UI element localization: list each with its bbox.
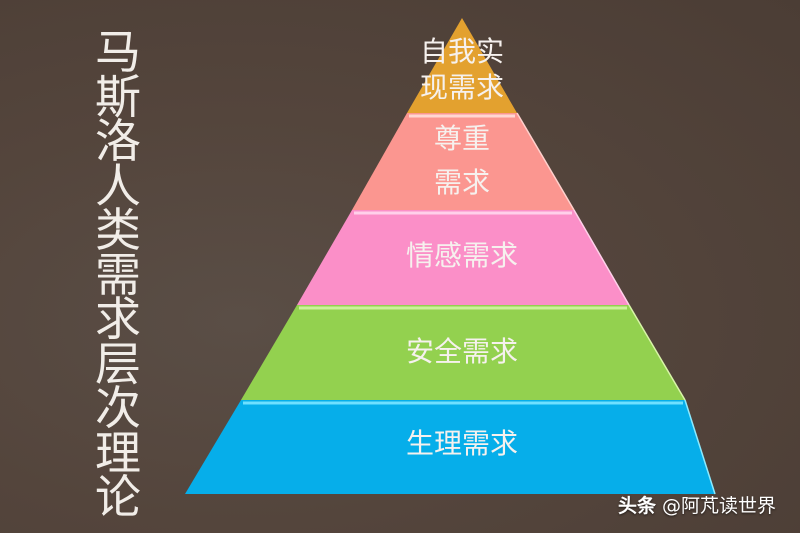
tier-label-esteem: 尊重 需求 [434,117,490,205]
label-line: 尊重 [433,122,491,155]
title-char: 斯 [95,69,141,124]
tier-label-love: 情感需求 [406,238,518,274]
label-line: 现需求 [419,71,505,104]
tier-safety [241,305,685,400]
label-line: 需求 [433,166,491,199]
tier-love [297,210,629,305]
label-line: 生理需求 [405,427,519,460]
title-char: 人 [95,158,141,213]
title-char: 理 [95,425,141,480]
watermark: 头条@阿芃读世界 [618,491,776,518]
tier-self-actualization [407,18,517,113]
tier-esteem [352,113,574,210]
title-char: 需 [95,247,141,302]
watermark-brand: 头条 [618,495,657,517]
watermark-handle: @阿芃读世界 [662,495,777,517]
title-char: 类 [95,203,141,257]
title-char: 层 [95,336,141,391]
title-char: 次 [95,381,141,435]
title-char: 马 [95,25,141,79]
label-line: 情感需求 [405,239,519,272]
vertical-title: 马 斯 洛 人 类 需 求 层 次 理 论 [88,25,148,524]
title-char: 论 [95,470,141,524]
label-line: 自我实 [419,35,505,68]
title-char: 洛 [95,114,141,168]
tier-label-physiological: 生理需求 [406,426,518,462]
label-line: 安全需求 [405,335,519,368]
title-char: 求 [95,292,141,346]
tier-physiological [185,400,715,494]
tier-label-self-actualization: 自我实 现需求 [420,34,504,106]
tier-label-safety: 安全需求 [406,334,518,370]
